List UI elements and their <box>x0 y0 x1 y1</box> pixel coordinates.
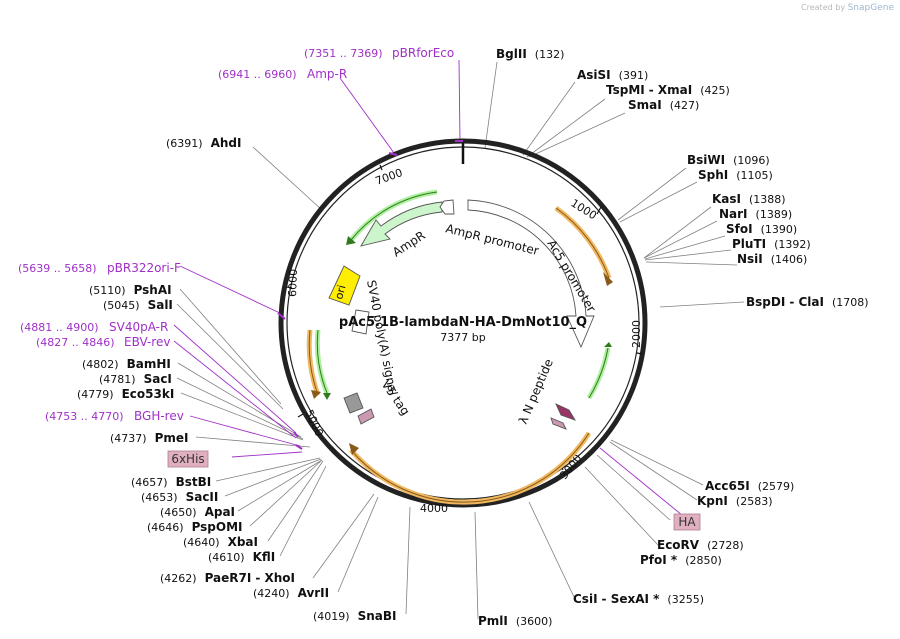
feature-sv40-polya <box>351 309 370 335</box>
site-pluti: PluTI(1392) <box>732 237 811 251</box>
orf-arrowhead-bottom <box>349 443 359 455</box>
tag-6xhis: 6xHis <box>167 450 209 468</box>
site-pmei: (4737)PmeI <box>110 431 188 445</box>
primer-pbr322ori-pos: (5639 .. 5658) <box>18 262 97 275</box>
site-csii: CsiI- SexAI *(3255) <box>573 592 704 606</box>
primer-bgh-label: BGH-rev <box>134 409 184 423</box>
site-saci: (4781)SacI <box>99 372 172 386</box>
site-ahdi: (6391)AhdI <box>166 136 241 150</box>
feature-label-ac5: Ac5 promoter <box>544 237 598 314</box>
site-leader-lines <box>176 61 745 620</box>
primer-ampr-label: Amp-R <box>307 67 347 81</box>
snapgene-credit: Created by SnapGene <box>801 3 894 13</box>
site-bamhi: (4802)BamHI <box>82 357 171 371</box>
feature-label-ori: ori <box>332 284 348 301</box>
feature-ac5-promoter <box>467 199 595 349</box>
primer-leader-lines <box>173 59 689 521</box>
tag-ha-label: HA <box>678 515 696 529</box>
feature-label-lambda: λ N peptide <box>516 357 556 426</box>
site-xbai: (4640)XbaI <box>183 535 258 549</box>
feature-v5-tag <box>343 392 364 414</box>
tick-label-2000: 2000 <box>630 320 643 348</box>
site-nari: NarI(1389) <box>719 207 792 221</box>
plasmid-length: 7377 bp <box>440 331 485 344</box>
feature-lambda-tag <box>550 417 567 430</box>
site-kfli: (4610)KflI <box>208 550 275 564</box>
site-nsii: NsiI(1406) <box>737 252 807 266</box>
tag-6xhis-label: 6xHis <box>171 452 204 466</box>
site-tspmi: TspMI- XmaI(425) <box>606 83 730 97</box>
site-pshai: (5110)PshAI <box>89 283 172 297</box>
feature-label-sv40: SV40 poly(A) signal <box>364 279 400 397</box>
site-snabi: (4019)SnaBI <box>313 609 396 623</box>
tick-label-5000: 5000 <box>302 408 326 439</box>
orf-arrowhead-right <box>603 272 613 286</box>
site-bsiwi: BsiWI(1096) <box>687 153 770 167</box>
site-labels: BglII(132) AsiSI(391) TspMI- XmaI(425) S… <box>77 47 869 628</box>
primer-pbrforeco-label: pBRforEco <box>392 46 454 60</box>
site-smai: SmaI(427) <box>628 98 699 112</box>
feature-label-ampr: AmpR <box>390 228 428 259</box>
primer-marks <box>277 140 463 450</box>
green-arrowhead-1 <box>346 236 356 245</box>
site-bstbi: (4657)BstBI <box>131 475 211 489</box>
tick-label-6000: 6000 <box>286 269 300 297</box>
site-kpni: KpnI(2583) <box>697 494 772 508</box>
tick-label-4000: 4000 <box>420 502 448 515</box>
orf-arrowhead-left <box>311 390 321 399</box>
green-arcs <box>314 189 611 400</box>
site-pmli: PmlI(3600) <box>478 614 552 628</box>
tag-ha: HA <box>673 513 701 531</box>
site-sfoi: SfoI(1390) <box>726 222 797 236</box>
primer-ebv-label: EBV-rev <box>124 335 170 349</box>
feature-ampr <box>360 201 443 247</box>
primer-ebv-pos: (4827 .. 4846) <box>36 336 115 349</box>
primer-pbrforeco-pos: (7351 .. 7369) <box>304 47 383 60</box>
site-pfoi: PfoI *(2850) <box>640 553 722 567</box>
feature-ori <box>328 265 361 306</box>
primer-bgh-pos: (4753 .. 4770) <box>45 410 124 423</box>
site-acc65i: Acc65I(2579) <box>705 479 794 493</box>
feature-v5-marker <box>357 408 375 425</box>
site-sphi: SphI(1105) <box>698 168 773 182</box>
snapgene-brand: SnapGene <box>847 3 894 13</box>
primer-labels: (7351 .. 7369) pBRforEco (6941 .. 6960) … <box>18 46 454 423</box>
plasmid-name: pAc5.1B-lambdaN-HA-DmNot10_Q <box>339 315 587 330</box>
orf-arcs <box>306 205 612 505</box>
site-ecorv: EcoRV(2728) <box>657 538 744 552</box>
site-asisi: AsiSI(391) <box>577 68 648 82</box>
site-bspdi: BspDI- ClaI(1708) <box>746 295 869 309</box>
site-sali: (5045)SalI <box>103 298 173 312</box>
site-avrii: (4240)AvrII <box>253 586 329 600</box>
site-apai: (4650)ApaI <box>160 505 235 519</box>
site-eco53ki: (4779)Eco53kI <box>77 387 174 401</box>
primer-sv40pa-pos: (4881 .. 4900) <box>20 321 99 334</box>
primer-sv40pa-label: SV40pA-R <box>109 320 168 334</box>
green-arrowhead-3 <box>323 393 331 400</box>
credit-prefix: Created by <box>801 3 846 12</box>
site-paer7i: (4262)PaeR7I- XhoI <box>160 571 295 585</box>
site-kasi: KasI(1388) <box>712 192 786 206</box>
site-bglii: BglII(132) <box>496 47 564 61</box>
feature-lambda-n <box>555 403 577 421</box>
site-sacii: (4653)SacII <box>141 490 218 504</box>
site-pspomi: (4646)PspOMI <box>147 520 243 534</box>
primer-pbr322ori-label: pBR322ori-F <box>107 261 181 275</box>
green-arrowhead-2 <box>604 342 612 347</box>
feature-ampr-promoter-arrow <box>439 199 455 215</box>
primer-ampr-pos: (6941 .. 6960) <box>218 68 297 81</box>
